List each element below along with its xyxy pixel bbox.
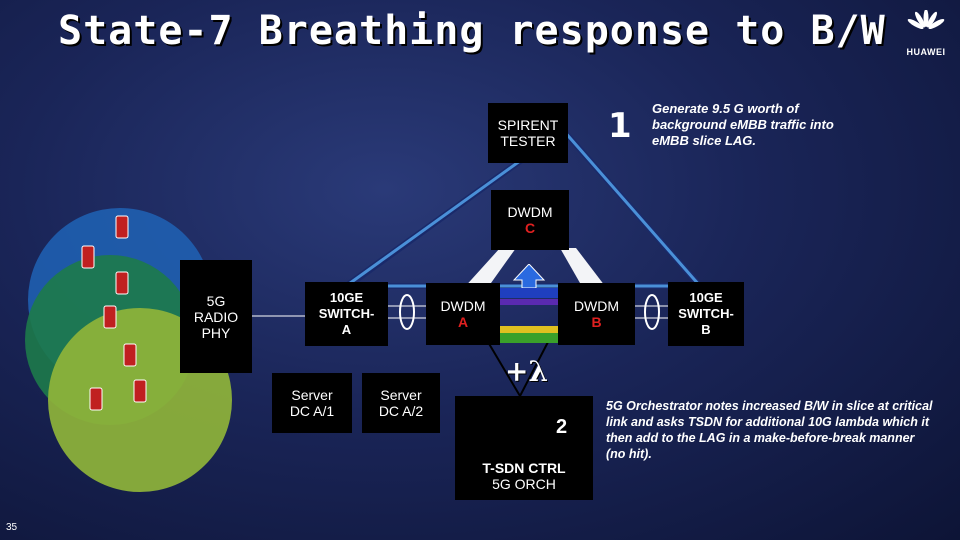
slide-title: State-7 Breathing response to B/W	[58, 8, 886, 54]
switch-a-line3: A	[341, 322, 352, 337]
dwdm-a-box: DWDM A	[426, 283, 500, 345]
spirent-line2: TESTER	[500, 133, 556, 149]
lambda-band-purple	[500, 299, 558, 305]
lambda-stack	[500, 263, 558, 346]
lambda-band-yellow	[500, 326, 558, 333]
dwdm-b-line2: B	[591, 314, 602, 330]
server-a2-box: Server DC A/2	[362, 373, 440, 433]
step2-number: 2	[556, 416, 568, 438]
lambda-band-green	[500, 333, 558, 343]
switch-b-box: 10GE SWITCH- B	[668, 282, 744, 346]
logo-text: HUAWEI	[906, 47, 946, 57]
huawei-logo-icon	[907, 9, 945, 29]
trunk-right	[560, 248, 608, 290]
ue-phones	[81, 215, 147, 411]
dwdm-c-line2: C	[524, 220, 536, 236]
add-lambda-label: +λ	[505, 355, 549, 388]
lag-icon-b	[644, 294, 660, 330]
dwdm-a-line2: A	[457, 314, 469, 330]
step2-note: 5G Orchestrator notes increased B/W in s…	[606, 399, 933, 461]
server-a1-line2: DC A/1	[289, 403, 335, 419]
lambda-stack-graphic	[500, 263, 558, 343]
radio-line3: PHY	[201, 324, 231, 341]
link-tsdn-dwdm	[487, 341, 521, 397]
server-a1-box: Server DC A/1	[272, 373, 352, 433]
step1-number: 1	[608, 106, 632, 146]
switch-b-line3: B	[701, 322, 711, 337]
dwdm-a-line1: DWDM	[440, 298, 486, 314]
server-a2-line2: DC A/2	[378, 403, 424, 419]
spirent-tester-box: SPIRENT TESTER	[488, 103, 568, 163]
lambda-band-blue	[500, 288, 558, 298]
switch-b-line1: 10GE	[689, 290, 723, 305]
dwdm-c-line1: DWDM	[507, 204, 553, 220]
server-a2-line1: Server	[380, 387, 422, 403]
switch-b-line2: SWITCH-	[678, 306, 734, 321]
dwdm-b-box: DWDM B	[558, 283, 635, 345]
tsdn-ctrl-box: T-SDN CTRL 5G ORCH	[455, 396, 593, 500]
dwdm-b-line1: DWDM	[573, 298, 620, 314]
slide-number: 35	[6, 522, 18, 533]
radio-line1: 5G	[206, 292, 226, 309]
radio-phy-box: 5G RADIO PHY	[180, 260, 252, 373]
huawei-logo: HUAWEI	[902, 9, 950, 57]
dwdm-c-box: DWDM C	[491, 190, 569, 250]
step1-note: Generate 9.5 G worth of background eMBB …	[652, 101, 834, 148]
spirent-line1: SPIRENT	[497, 117, 559, 133]
switch-a-box: 10GE SWITCH- A	[305, 282, 388, 346]
radio-line2: RADIO	[193, 308, 239, 325]
trunk-left	[462, 248, 516, 290]
link-tsdn-lambda	[519, 341, 549, 397]
lag-icon-a	[399, 294, 415, 330]
tsdn-line2: 5G ORCH	[492, 476, 556, 492]
tsdn-line1: T-SDN CTRL	[482, 460, 566, 476]
switch-a-line2: SWITCH-	[318, 306, 375, 321]
lambda-up-arrow-icon	[512, 263, 546, 289]
switch-a-line1: 10GE	[329, 290, 364, 305]
server-a1-line1: Server	[291, 387, 333, 403]
